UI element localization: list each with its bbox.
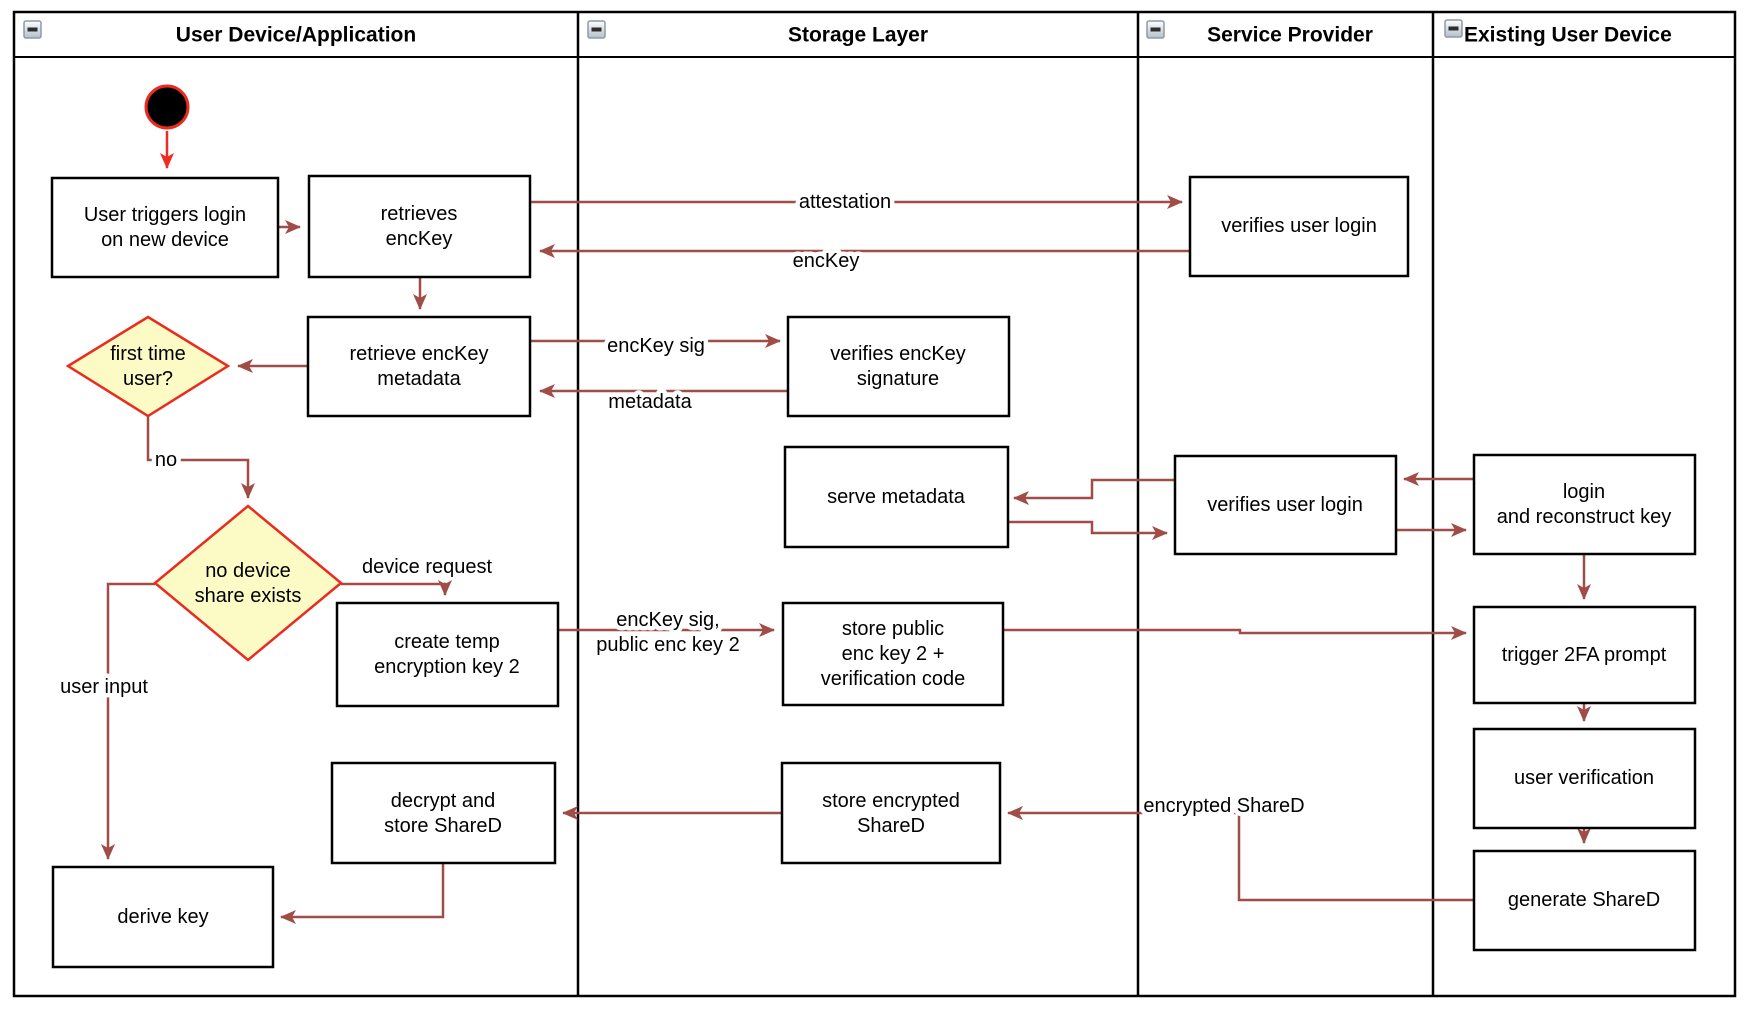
svg-text:first time: first time xyxy=(110,343,186,365)
node-derive-key: derive key xyxy=(51,865,275,969)
node-generate-shared: generate ShareD xyxy=(1472,849,1697,952)
edge-label-enckey: encKey xyxy=(793,250,860,272)
node-verifies-enckey-signature: verifies encKey signature xyxy=(786,315,1011,418)
edge-label-metadata: metadata xyxy=(608,391,692,413)
node-verifies-user-login-mid: verifies user login xyxy=(1173,454,1398,556)
svg-text:serve metadata: serve metadata xyxy=(827,486,966,508)
svg-text:store ShareD: store ShareD xyxy=(384,815,502,837)
svg-text:verifies user login: verifies user login xyxy=(1207,494,1363,516)
node-serve-metadata: serve metadata xyxy=(783,445,1010,549)
outer-border xyxy=(12,10,1737,998)
svg-text:on new device: on new device xyxy=(101,229,229,251)
node-user-verification: user verification xyxy=(1472,727,1697,830)
node-login-reconstruct-key: login and reconstruct key xyxy=(1472,453,1697,556)
edge-label-encrypted-shared: encrypted ShareD xyxy=(1143,795,1304,817)
collapse-minus-icon[interactable] xyxy=(1444,19,1463,38)
lane-title-storage-layer: Storage Layer xyxy=(788,24,928,47)
lane-header-storage-layer: Storage Layer xyxy=(587,20,928,47)
svg-text:create temp: create temp xyxy=(394,631,500,653)
edge-storepublic-to-2fa xyxy=(1003,626,1467,640)
svg-text:trigger 2FA prompt: trigger 2FA prompt xyxy=(1502,644,1667,666)
svg-text:encKey sig,: encKey sig, xyxy=(616,609,719,631)
edge-label-enckey-sig-public: encKey sig, public enc key 2 xyxy=(592,605,744,661)
edge-encrypted-shared xyxy=(1007,806,1474,902)
svg-text:share exists: share exists xyxy=(195,585,302,607)
edge-decrypt-to-derive xyxy=(280,863,445,924)
edge-label-enckey-sig: encKey sig xyxy=(607,335,705,357)
svg-text:generate ShareD: generate ShareD xyxy=(1508,889,1660,911)
svg-text:verifies encKey: verifies encKey xyxy=(830,343,966,365)
lane-title-user-device: User Device/Application xyxy=(176,24,416,47)
edge-device-request xyxy=(341,580,452,596)
node-create-temp-key: create temp encryption key 2 xyxy=(335,601,560,708)
svg-text:ShareD: ShareD xyxy=(857,815,925,837)
node-user-triggers-login: User triggers login on new device xyxy=(50,176,280,279)
svg-text:and reconstruct key: and reconstruct key xyxy=(1497,506,1672,528)
collapse-minus-icon[interactable] xyxy=(587,20,606,39)
edge-label-device-request: device request xyxy=(362,556,493,578)
node-decrypt-store-shared: decrypt and store ShareD xyxy=(330,761,557,865)
svg-text:encKey: encKey xyxy=(386,228,453,250)
svg-text:verifies user login: verifies user login xyxy=(1221,215,1377,237)
svg-text:User triggers login: User triggers login xyxy=(84,204,246,226)
svg-text:user verification: user verification xyxy=(1514,767,1654,789)
node-retrieves-enckey: retrieves encKey xyxy=(307,174,532,279)
node-retrieve-enckey-metadata: retrieve encKey metadata xyxy=(306,315,532,418)
edge-no-branch xyxy=(146,416,255,499)
lane-title-existing-user-device: Existing User Device xyxy=(1464,24,1672,47)
node-store-encrypted-shared: store encrypted ShareD xyxy=(780,761,1002,865)
initial-node xyxy=(144,84,190,130)
svg-text:public enc key 2: public enc key 2 xyxy=(596,634,739,656)
lane-header-existing-user-device: Existing User Device xyxy=(1444,19,1672,47)
svg-text:retrieve encKey: retrieve encKey xyxy=(350,343,489,365)
edge-verifies-to-serve xyxy=(1013,478,1175,505)
swimlane-frame xyxy=(12,10,1737,998)
svg-text:store public: store public xyxy=(842,618,944,640)
svg-text:decrypt and: decrypt and xyxy=(391,790,496,812)
svg-text:no device: no device xyxy=(205,560,291,582)
node-store-public-key: store public enc key 2 + verification co… xyxy=(781,601,1005,707)
decision-no-device-share: no device share exists xyxy=(153,504,343,662)
lane-title-service-provider: Service Provider xyxy=(1207,24,1373,47)
svg-text:signature: signature xyxy=(857,368,939,390)
decision-first-time-user: first time user? xyxy=(65,315,231,418)
node-trigger-2fa-prompt: trigger 2FA prompt xyxy=(1472,605,1697,705)
svg-text:enc key 2 +: enc key 2 + xyxy=(842,643,945,665)
edge-serve-to-verifies xyxy=(1008,520,1168,540)
edge-user-input xyxy=(101,582,155,860)
lane-header-user-device: User Device/Application xyxy=(23,20,416,47)
svg-text:store encrypted: store encrypted xyxy=(822,790,960,812)
svg-text:verification code: verification code xyxy=(821,668,966,690)
svg-text:metadata: metadata xyxy=(377,368,461,390)
svg-text:derive key: derive key xyxy=(117,906,208,928)
edge-label-attestation: attestation xyxy=(799,191,891,213)
svg-text:login: login xyxy=(1563,481,1605,503)
lane-header-service-provider: Service Provider xyxy=(1146,20,1373,47)
node-verifies-user-login-top: verifies user login xyxy=(1188,175,1410,278)
svg-text:encryption key 2: encryption key 2 xyxy=(374,656,520,678)
edge-label-no: no xyxy=(155,449,177,471)
svg-text:retrieves: retrieves xyxy=(381,203,458,225)
svg-text:user?: user? xyxy=(123,368,173,390)
collapse-minus-icon[interactable] xyxy=(1146,20,1165,39)
edge-label-user-input: user input xyxy=(60,676,148,698)
collapse-minus-icon[interactable] xyxy=(23,20,42,39)
